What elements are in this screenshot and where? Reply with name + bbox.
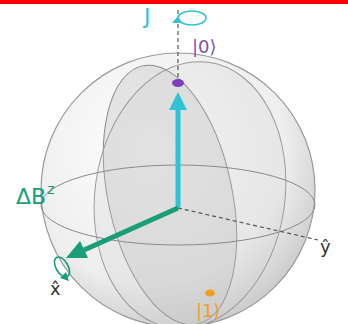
- field-superscript: z: [47, 182, 54, 196]
- state-label: |0⟩: [192, 38, 217, 56]
- state-dot: [172, 79, 184, 87]
- meridian-plane: [77, 49, 302, 324]
- rotation-symbol: [51, 254, 72, 279]
- coupling-label: J: [144, 6, 151, 28]
- top-bar: [0, 0, 348, 4]
- y-axis: [178, 208, 318, 240]
- field-vector: [84, 208, 178, 250]
- axis-label: x̂: [50, 280, 61, 298]
- field-label: ΔB: [16, 186, 46, 208]
- state-label: |1⟩: [196, 302, 221, 320]
- arrowhead: [60, 272, 69, 281]
- arrowhead: [66, 241, 88, 258]
- state-dot: [205, 290, 215, 297]
- axis-label: ŷ: [320, 238, 331, 256]
- rotation-symbol: [178, 11, 206, 25]
- j-vector: [176, 108, 181, 208]
- arrowhead: [169, 92, 187, 110]
- arrowhead: [172, 16, 182, 23]
